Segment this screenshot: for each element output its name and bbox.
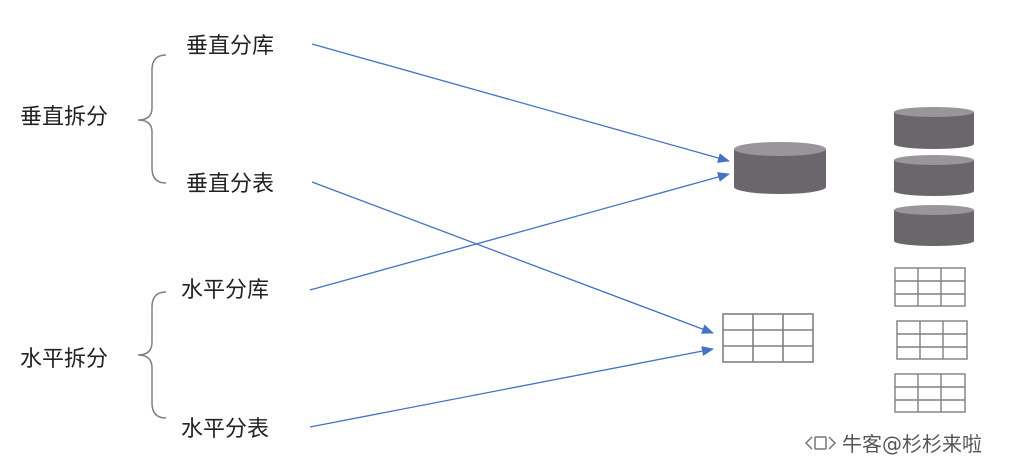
bracket-vertical <box>137 54 167 184</box>
group-label-vertical: 垂直拆分 <box>20 105 108 130</box>
database-icon <box>894 107 974 149</box>
database-icon <box>894 155 974 196</box>
nowcoder-logo-icon <box>804 436 837 450</box>
database-icon <box>894 205 974 246</box>
item-label-horizontal-table: 水平分表 <box>181 417 269 442</box>
table-grid-icon <box>722 313 814 363</box>
bracket-horizontal <box>137 291 167 419</box>
table-grid-icon <box>894 373 966 413</box>
group-label-horizontal: 水平拆分 <box>20 347 108 372</box>
item-label-vertical-db: 垂直分库 <box>186 34 274 59</box>
arrow-vertical-db-to-database <box>311 43 730 163</box>
arrow-horizontal-db-to-database <box>309 172 730 291</box>
table-grid-icon <box>894 267 966 307</box>
item-label-horizontal-db: 水平分库 <box>181 278 269 303</box>
database-icon <box>734 142 826 194</box>
item-label-vertical-table: 垂直分表 <box>186 172 274 197</box>
table-grid-icon <box>896 320 968 360</box>
arrow-horizontal-table-to-table <box>309 346 714 428</box>
arrow-vertical-table-to-table <box>311 181 714 334</box>
watermark-text: 牛客@杉杉来啦 <box>842 432 982 456</box>
